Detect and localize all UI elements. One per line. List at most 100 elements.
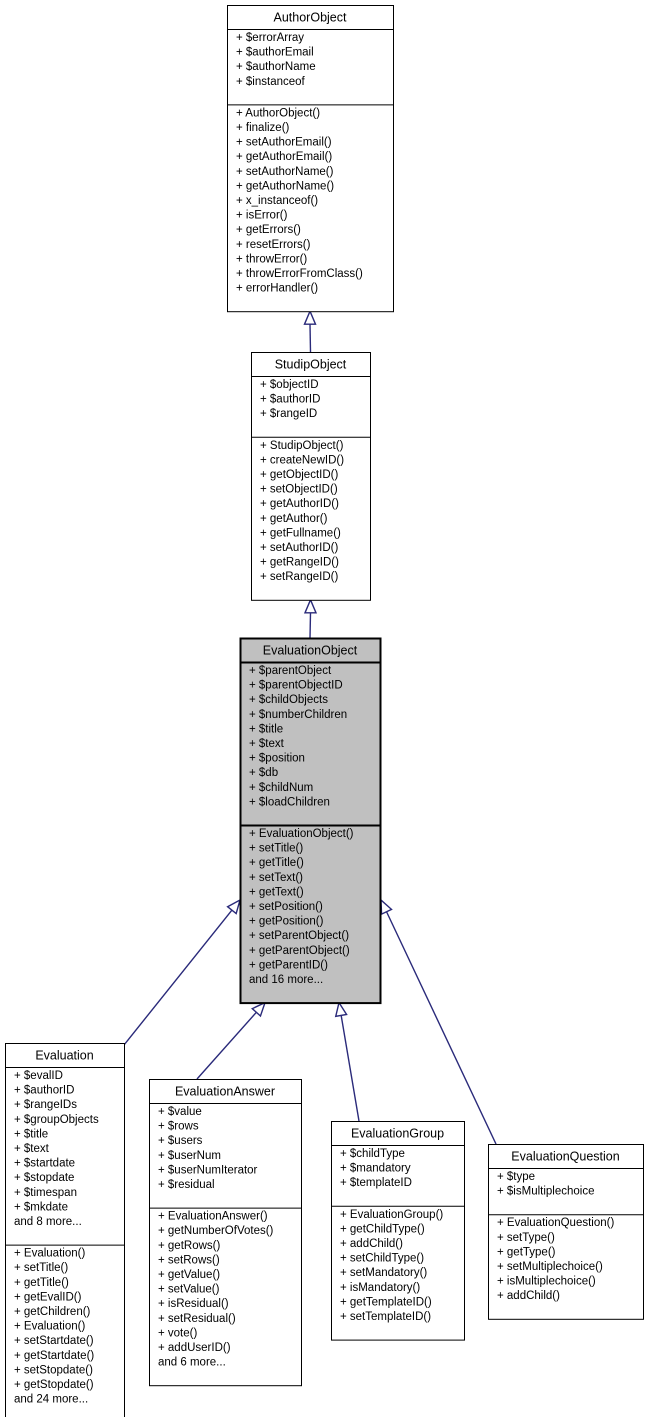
class-operation: + getTitle() [249,857,304,869]
class-operation: + getChildType() [340,1223,425,1235]
class-operation: + getStopdate() [14,1379,94,1391]
class-name-label: StudipObject [275,358,347,372]
class-operation: + setValue() [158,1284,220,1296]
class-operation: + getNumberOfVotes() [158,1225,274,1237]
class-operation: + setRows() [158,1254,220,1266]
class-operation: + getRangeID() [260,557,339,569]
class-attribute: + $authorID [260,394,320,406]
class-operation: + AuthorObject() [236,107,320,119]
class-attribute: + $text [249,738,285,750]
class-box-evaluationanswer[interactable]: EvaluationAnswer + $value + $rows + $users +… [149,1079,302,1387]
class-operation: + EvaluationAnswer() [158,1211,268,1223]
class-name-label: EvaluationAnswer [175,1085,275,1099]
class-operation: + vote() [158,1327,197,1339]
class-operation: and 6 more... [158,1357,226,1369]
class-attribute: + $mkdate [14,1201,68,1213]
class-operation: + setTitle() [14,1262,68,1274]
class-operation: + getFullname() [260,527,341,539]
class-operation: + createNewID() [260,454,344,466]
class-operation: + isMandatory() [340,1282,420,1294]
class-attribute: + $title [249,723,283,735]
class-operation: + isMultiplechoice() [497,1276,596,1288]
class-operation: + getPosition() [249,916,324,928]
class-attribute: + $evalID [14,1070,63,1082]
class-operation: + addUserID() [158,1342,231,1354]
relations-layer [123,309,497,1145]
class-attribute: + $value [158,1106,202,1118]
class-box-authorobject[interactable]: AuthorObject+ $errorArray+ $authorEmail+… [227,5,394,313]
generalization-evaluationgroup-to-evaluationobject [334,1000,360,1122]
class-attribute: and 8 more... [14,1216,82,1228]
class-operation: + throwError() [236,253,307,265]
class-operation: + getType() [497,1246,556,1258]
class-operation: + isError() [236,210,288,222]
generalization-evaluation-to-evaluationobject [123,898,242,1046]
class-operation: + StudipObject() [260,440,344,452]
class-operation: + getTemplateID() [340,1296,432,1308]
class-attribute: + $rangeIDs [14,1099,77,1111]
class-name-label: EvaluationQuestion [511,1150,619,1164]
class-operation: + getErrors() [236,224,301,236]
class-operation: + errorHandler() [236,283,318,295]
class-operation: + setText() [249,872,303,884]
class-attribute: + $timespan [14,1187,77,1199]
class-box-studipobject[interactable]: StudipObject+ $objectID+ $authorID+ $ran… [251,352,371,601]
class-operation: + getAuthorEmail() [236,151,332,163]
class-operation: + getChildren() [14,1306,91,1318]
class-operation: + getAuthorName() [236,180,334,192]
class-operation: + getParentID() [249,959,328,971]
class-operation: + setMultiplechoice() [497,1261,603,1273]
class-attribute: + $childObjects [249,694,328,706]
class-operation: + setAuthorID() [260,542,338,554]
generalization-studipobject-to-authorobject [303,309,317,353]
class-operation: + getText() [249,886,304,898]
class-operation: + isResidual() [158,1298,229,1310]
class-operation: + setTitle() [249,843,303,855]
class-attribute: + $rows [158,1121,199,1133]
class-operation: + x_instanceof() [236,195,318,207]
class-operation: + EvaluationObject() [249,828,354,840]
class-attribute: + $text [14,1143,50,1155]
class-operation: + Evaluation() [14,1248,85,1260]
class-box-evaluation[interactable]: Evaluation + $evalID + $authorID + $rangeID… [5,1043,125,1417]
class-operation: + setStartdate() [14,1335,94,1347]
generalization-evaluationquestion-to-evaluationobject [380,898,497,1145]
class-operation: and 24 more... [14,1394,88,1406]
class-attribute: + $mandatory [340,1163,411,1175]
class-operation: + getAuthor() [260,513,328,525]
class-attribute: + $groupObjects [14,1114,99,1126]
class-attribute: + $stopdate [14,1172,74,1184]
class-operation: + addChild() [497,1290,560,1302]
class-attribute: + $templateID [340,1177,412,1189]
class-operation: + setChildType() [340,1253,424,1265]
class-operation: + throwErrorFromClass() [236,268,363,280]
class-attribute: + $instanceof [236,76,306,88]
class-operation: + setStopdate() [14,1364,93,1376]
class-operation: + setParentObject() [249,930,349,942]
class-box-evaluationobject[interactable]: EvaluationObject+ $parentObject+ $parent… [239,637,382,1005]
class-operation: + getStartdate() [14,1350,94,1362]
class-operation: + EvaluationGroup() [340,1209,443,1221]
class-name-label: EvaluationObject [263,644,358,658]
class-attribute: + $userNum [158,1150,221,1162]
class-operation: + setResidual() [158,1313,236,1325]
class-attribute: + $authorName [236,61,316,73]
class-operation: + EvaluationQuestion() [497,1217,614,1229]
class-operation: + getObjectID() [260,469,338,481]
class-attribute: + $users [158,1135,203,1147]
class-operation: + getAuthorID() [260,498,339,510]
generalization-evaluationobject-to-studipobject [303,598,318,639]
class-name-label: EvaluationGroup [351,1127,444,1141]
class-attribute: + $startdate [14,1158,75,1170]
class-attribute: + $authorEmail [236,47,314,59]
class-box-evaluationgroup[interactable]: EvaluationGroup+ $childType+ $mandatory+… [331,1121,465,1341]
class-attribute: + $userNumIterator [158,1164,258,1176]
class-name-label: Evaluation [35,1049,93,1063]
class-operation: + setRangeID() [260,571,338,583]
class-box-evaluationquestion[interactable]: EvaluationQuestion+ $type+ $isMultiplech… [488,1144,644,1320]
class-attribute: + $authorID [14,1085,74,1097]
generalization-evaluationanswer-to-evaluationobject [196,1001,267,1080]
class-operation: + getRows() [158,1240,220,1252]
